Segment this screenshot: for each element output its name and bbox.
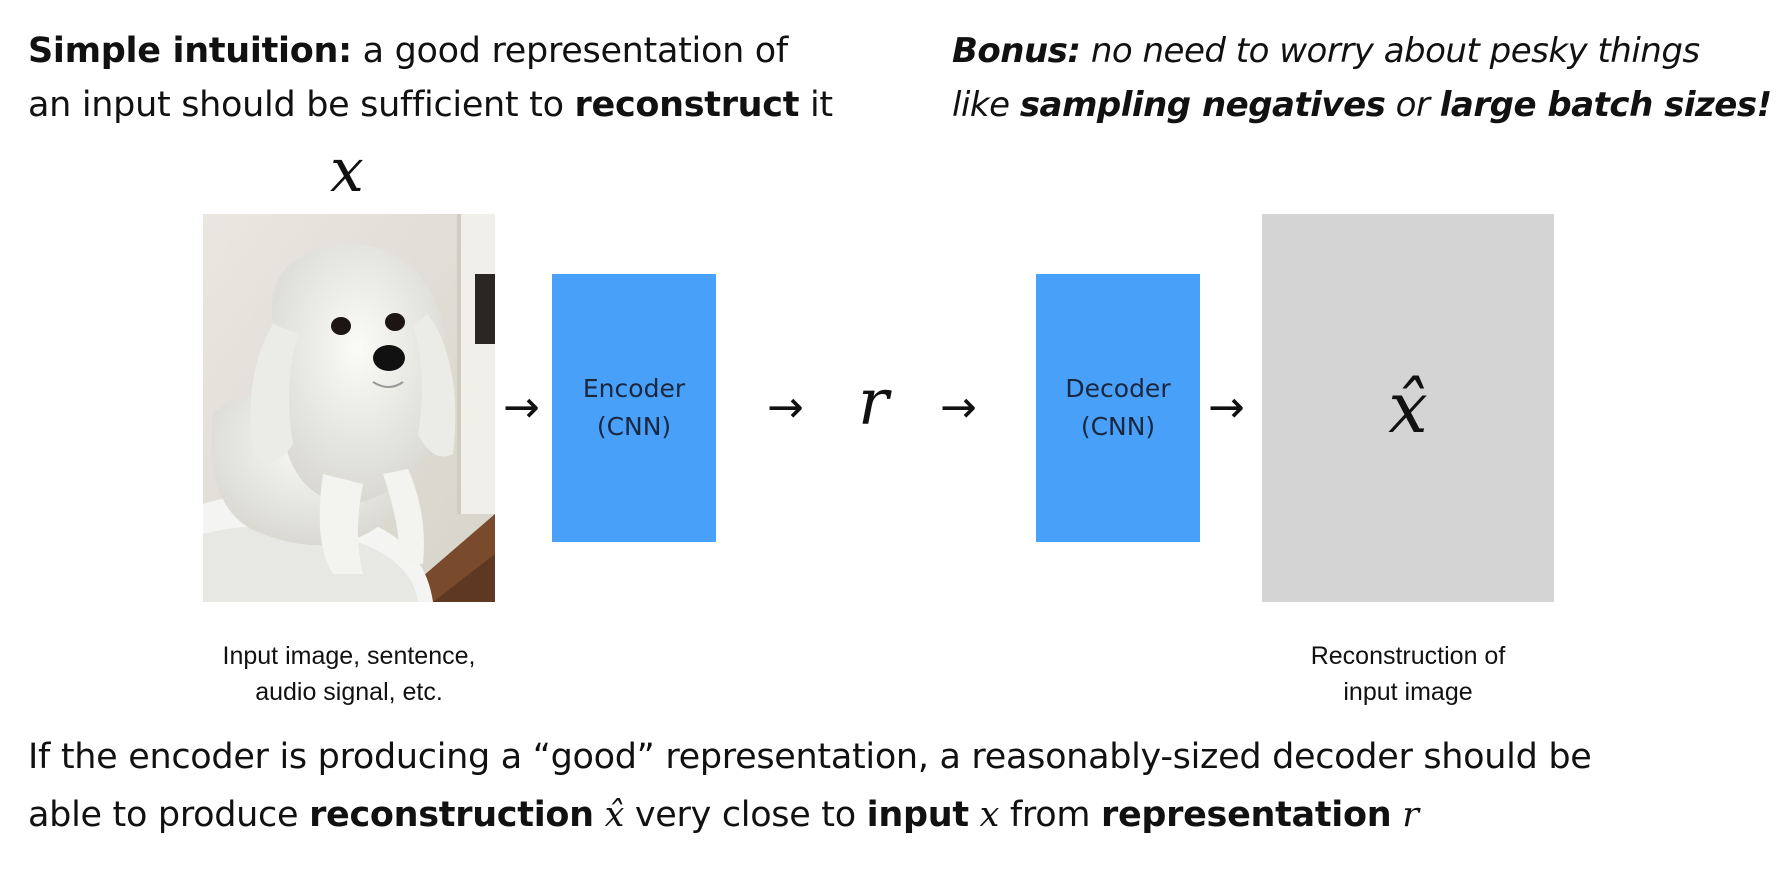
output-caption: Reconstruction of input image xyxy=(1258,638,1558,710)
input-symbol: x xyxy=(330,136,364,206)
bottom-text-run: able to produce xyxy=(28,795,310,835)
decoder-box: Decoder (CNN) xyxy=(1036,274,1200,542)
bottom-text: If the encoder is producing a “good” rep… xyxy=(28,728,1592,844)
intro-text: an input should be sufficient to xyxy=(28,85,575,125)
intro-left-line-1: Simple intuition: a good representation … xyxy=(28,24,833,78)
representation-symbol: r xyxy=(858,366,889,440)
intro-right-line-2: like sampling negatives or large batch s… xyxy=(952,78,1772,132)
output-caption-line-2: input image xyxy=(1343,678,1473,706)
bold-phrase: large batch sizes! xyxy=(1439,85,1772,125)
intro-text: a good representation of xyxy=(351,31,789,71)
intro-right-line-1: Bonus: no need to worry about pesky thin… xyxy=(952,24,1772,78)
input-image xyxy=(203,214,495,602)
input-caption-line-2: audio signal, etc. xyxy=(255,678,443,706)
intro-left: Simple intuition: a good representation … xyxy=(28,24,833,132)
arrow-representation-to-decoder: → xyxy=(940,382,977,433)
arrow-encoder-to-representation: → xyxy=(767,382,804,433)
input-caption: Input image, sentence, audio signal, etc… xyxy=(199,638,499,710)
bottom-bold: representation xyxy=(1100,795,1392,835)
bonus-label: Bonus: xyxy=(952,31,1081,71)
intro-text: no need to worry about pesky things xyxy=(1080,31,1700,71)
dog-photo-illustration xyxy=(203,214,495,602)
intro-text: it xyxy=(799,85,833,125)
bottom-text-run: very close to xyxy=(624,795,867,835)
output-box: x̂ xyxy=(1262,214,1554,602)
bottom-bold: reconstruction xyxy=(309,795,594,835)
bottom-bold: input xyxy=(866,795,969,835)
input-caption-line-1: Input image, sentence, xyxy=(222,642,476,670)
bottom-math-xhat: x̂ xyxy=(604,795,625,835)
encoder-label: Encoder xyxy=(582,374,686,403)
output-caption-line-1: Reconstruction of xyxy=(1310,642,1506,670)
intro-bold-word: reconstruct xyxy=(574,85,800,125)
intro-text: like xyxy=(952,85,1020,125)
arrow-decoder-to-output: → xyxy=(1208,382,1245,433)
intro-right: Bonus: no need to worry about pesky thin… xyxy=(952,24,1772,132)
encoder-box: Encoder (CNN) xyxy=(552,274,716,542)
arrow-input-to-encoder: → xyxy=(503,382,540,433)
output-symbol: x̂ xyxy=(1388,367,1428,449)
intro-left-line-2: an input should be sufficient to reconst… xyxy=(28,78,833,132)
bold-phrase: sampling negatives xyxy=(1019,85,1386,125)
bottom-line-2: able to produce reconstruction x̂ very c… xyxy=(28,786,1592,844)
intro-bold-lead: Simple intuition: xyxy=(28,31,352,71)
intro-text: or xyxy=(1385,85,1440,125)
decoder-sublabel: (CNN) xyxy=(1080,412,1156,441)
bottom-math-r: r xyxy=(1402,795,1419,835)
bottom-math-x: x xyxy=(979,795,1000,835)
encoder-sublabel: (CNN) xyxy=(596,412,672,441)
bottom-line-1: If the encoder is producing a “good” rep… xyxy=(28,737,1592,777)
decoder-label: Decoder xyxy=(1065,374,1171,403)
bottom-text-run: from xyxy=(999,795,1101,835)
